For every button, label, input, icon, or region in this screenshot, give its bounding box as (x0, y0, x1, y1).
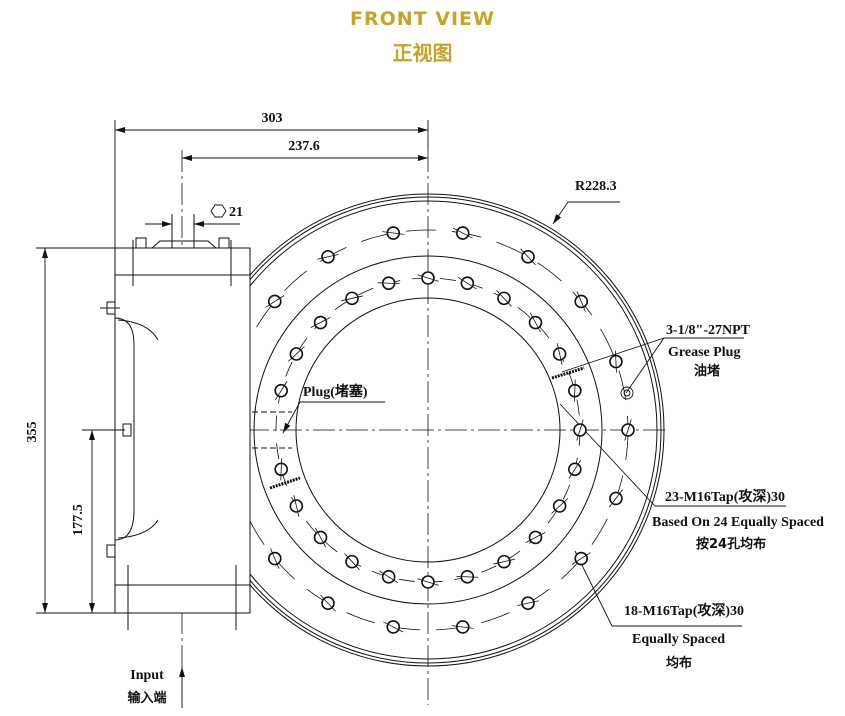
dim-outer-radius: R228.3 (575, 179, 617, 194)
outer-taps-note: Equally Spaced (632, 632, 725, 647)
hex-icon (210, 204, 227, 218)
bolt-holes (265, 226, 635, 634)
input-label: Input (130, 668, 164, 683)
grease-plug-name-zh: 油堵 (694, 363, 720, 379)
grease-plug-name: Grease Plug (668, 345, 740, 360)
input-label-zh: 输入端 (127, 690, 166, 706)
outer-taps-spec: 18-M16Tap(攻深)30 (624, 602, 744, 619)
inner-taps-spec: 23-M16Tap(攻深)30 (665, 488, 785, 505)
title-chinese: 正视图 (392, 41, 453, 65)
dim-input-height: 177.5 (71, 504, 86, 536)
inner-taps-note: Based On 24 Equally Spaced (652, 515, 824, 530)
dim-overall-height: 355 (25, 422, 40, 443)
plug-label: Plug(堵塞) (303, 383, 368, 400)
grease-plug-spec: 3-1/8"-27NPT (666, 323, 751, 338)
outer-taps-note-zh: 均布 (666, 655, 692, 671)
dim-hex-size: 21 (229, 205, 243, 220)
inner-taps-note-zh: 按24孔均布 (696, 536, 766, 552)
dim-overall-width: 303 (262, 111, 283, 126)
dim-center-offset: 237.6 (288, 139, 320, 154)
dimension-lines (36, 120, 786, 708)
title-english: FRONT VIEW (350, 8, 495, 30)
worm-gearbox (100, 214, 251, 630)
